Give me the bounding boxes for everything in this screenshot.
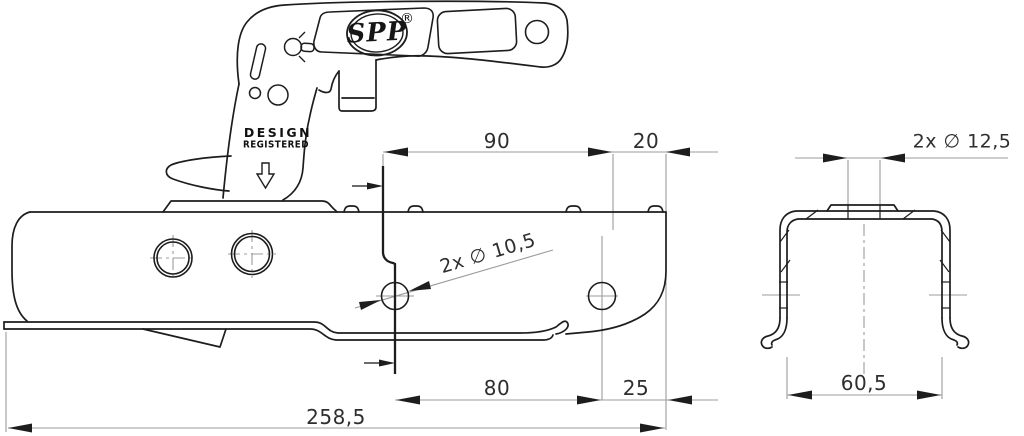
coupling-nose xyxy=(11,211,31,322)
body-right-end xyxy=(565,211,667,335)
head-hole2-inner xyxy=(233,235,271,273)
dim-top-90-label: 90 xyxy=(483,129,511,153)
handle-pivot-hole xyxy=(267,84,289,106)
dim-top-20-label: 20 xyxy=(632,129,660,153)
grease-point-icon xyxy=(283,37,303,57)
logo-oval-outer xyxy=(346,9,408,57)
channel-hole-front xyxy=(380,281,410,311)
logo-plate xyxy=(313,7,434,57)
channel-outer xyxy=(779,210,951,319)
datum-arrow-tails xyxy=(352,185,380,364)
design-marking-line2: REGISTERED xyxy=(243,139,309,151)
dim-overall-length-label: 258,5 xyxy=(306,405,366,429)
section-view-details xyxy=(779,205,951,309)
handle-end-hole xyxy=(524,19,550,45)
down-arrow-icon xyxy=(255,162,276,190)
neck-right-edge xyxy=(282,87,318,201)
dim-inner-width-label: 60,5 xyxy=(840,371,888,395)
spp-logo-text: SPP xyxy=(345,16,409,50)
holes-12-5-label: 2x ∅ 12,5 xyxy=(912,130,1012,153)
head-hole2-outer xyxy=(230,232,274,276)
head-hole-outer xyxy=(153,238,193,278)
bottom-strip-top xyxy=(3,320,569,335)
dimension-arrows xyxy=(8,147,941,433)
latch-block xyxy=(338,59,377,112)
handle-assembly xyxy=(165,0,569,201)
logo-oval-inner xyxy=(350,13,404,53)
section-view-channel xyxy=(760,204,970,350)
channel-hole-rear xyxy=(587,281,617,311)
dim-bottom-25-label: 25 xyxy=(622,376,650,400)
bottom-strip-bottom xyxy=(3,328,554,341)
design-marking-line1: DESIGN xyxy=(243,124,313,140)
registered-trademark-symbol: ® xyxy=(400,11,414,27)
top-plate xyxy=(162,200,338,213)
side-view-holes xyxy=(153,232,617,311)
neck-left-edge xyxy=(222,83,240,199)
blank-plate xyxy=(436,7,518,55)
handle-details xyxy=(248,7,550,190)
bottom-wedge xyxy=(142,328,227,348)
side-view-body xyxy=(3,200,667,348)
head-hole-inner xyxy=(156,241,190,275)
dim-bottom-80-label: 80 xyxy=(483,376,511,400)
release-lever xyxy=(165,155,232,192)
handle-slot xyxy=(249,43,267,80)
handle-outline xyxy=(236,0,569,85)
handle-pin-hole xyxy=(248,86,262,100)
channel-top-tab xyxy=(826,204,899,212)
channel-inner xyxy=(786,218,943,319)
datum-step-line xyxy=(381,166,397,374)
